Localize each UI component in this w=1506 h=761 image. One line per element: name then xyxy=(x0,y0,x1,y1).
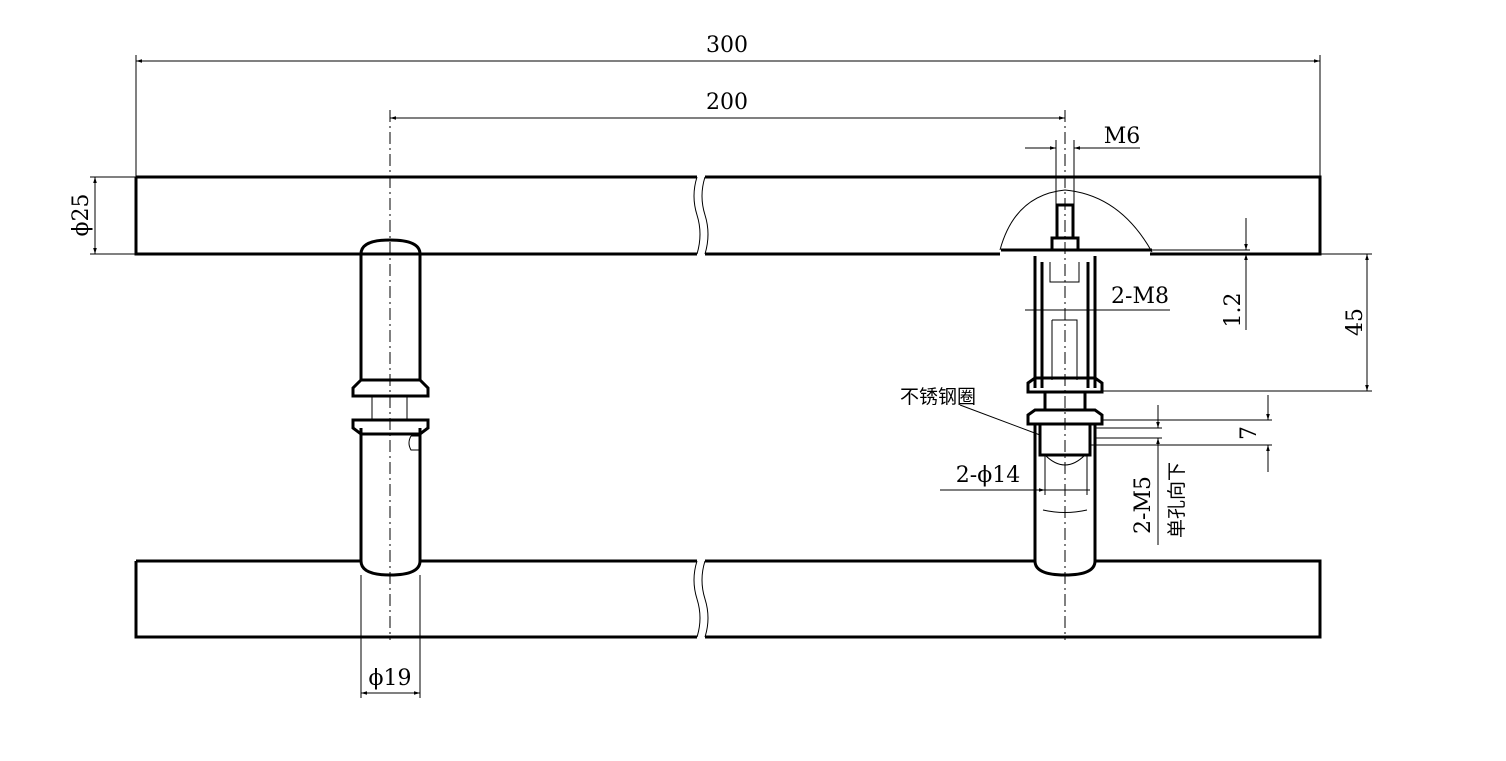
note-screw: 单孔向下 xyxy=(1166,462,1188,538)
dim-post-diameter: ϕ19 xyxy=(369,666,412,691)
dim-screw: 2-M5 xyxy=(1131,476,1156,534)
dim-gap: 1.2 xyxy=(1221,293,1246,328)
dimension-lines xyxy=(90,55,1372,698)
top-bar xyxy=(134,175,1322,256)
note-ring-label: 不锈钢圈 xyxy=(900,386,976,408)
dim-thread-inner: 2-M8 xyxy=(1111,284,1169,309)
dim-ring-height: 7 xyxy=(1237,426,1262,440)
dim-post-seat-diameter: 2-ϕ14 xyxy=(956,463,1020,488)
bottom-bar xyxy=(134,559,1322,639)
dim-thread-top: M6 xyxy=(1104,124,1141,149)
dim-overall-length: 300 xyxy=(706,33,748,58)
dim-bar-diameter: ϕ25 xyxy=(69,194,94,237)
dim-center-distance: 200 xyxy=(706,90,748,115)
left-post xyxy=(351,110,430,640)
dim-post-height: 45 xyxy=(1343,308,1368,336)
right-post-section xyxy=(999,110,1153,640)
